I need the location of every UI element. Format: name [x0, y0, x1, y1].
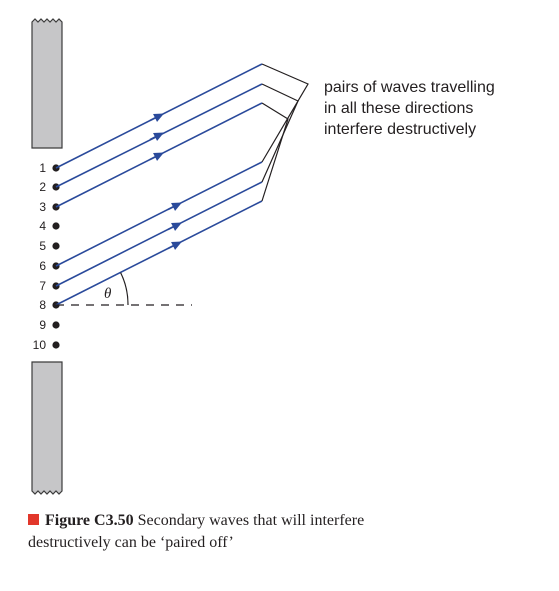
arrow-icon [149, 152, 165, 162]
annotation: pairs of waves travelling in all these d… [324, 79, 495, 138]
pair-bracket-1-6 [261, 63, 309, 163]
figure-label: Figure C3.50 [45, 512, 134, 529]
arrow-icon [149, 132, 164, 142]
ray-from-7 [55, 181, 263, 287]
slit-label-10: 10 [33, 338, 47, 352]
slit-label-7: 7 [39, 279, 46, 293]
slit-label-3: 3 [39, 200, 46, 214]
ray-from-8 [55, 200, 263, 306]
slit-label-8: 8 [39, 298, 46, 312]
slit-label-9: 9 [39, 318, 46, 332]
pair-bracket-3-8 [261, 102, 289, 202]
lower-barrier [31, 361, 63, 495]
arrow-icon [167, 222, 183, 232]
slit-point-4 [52, 222, 60, 230]
slit-label-5: 5 [39, 239, 46, 253]
ray-arrows [149, 113, 183, 251]
wave-rays [55, 63, 263, 306]
diffraction-diagram: 1 2 3 4 5 6 7 8 9 10 [31, 18, 495, 495]
angle-arc [120, 272, 129, 306]
arrow-icon [167, 241, 183, 251]
slit-label-4: 4 [39, 219, 46, 233]
annotation-line-2: in all these directions [324, 100, 473, 117]
upper-barrier [31, 18, 63, 149]
annotation-line-1: pairs of waves travelling [324, 79, 495, 96]
slit-point-9 [52, 321, 60, 329]
slit-label-2: 2 [39, 180, 46, 194]
ray-from-6 [55, 161, 263, 267]
caption-text: Secondary waves that will interfere dest… [28, 512, 365, 551]
slit-labels: 1 2 3 4 5 6 7 8 9 10 [33, 161, 47, 352]
slit-point-5 [52, 242, 60, 250]
angle-theta-label: θ [104, 286, 112, 302]
annotation-line-3: interfere destructively [324, 121, 476, 138]
slit-label-1: 1 [39, 161, 46, 175]
arrow-icon [149, 113, 165, 123]
arrow-icon [167, 202, 183, 212]
slit-label-6: 6 [39, 259, 46, 273]
slit-points [52, 164, 60, 349]
slit-point-10 [52, 341, 60, 349]
pairing-brackets [261, 63, 309, 202]
pair-bracket-2-7 [261, 83, 299, 183]
caption-square-icon [28, 514, 39, 525]
